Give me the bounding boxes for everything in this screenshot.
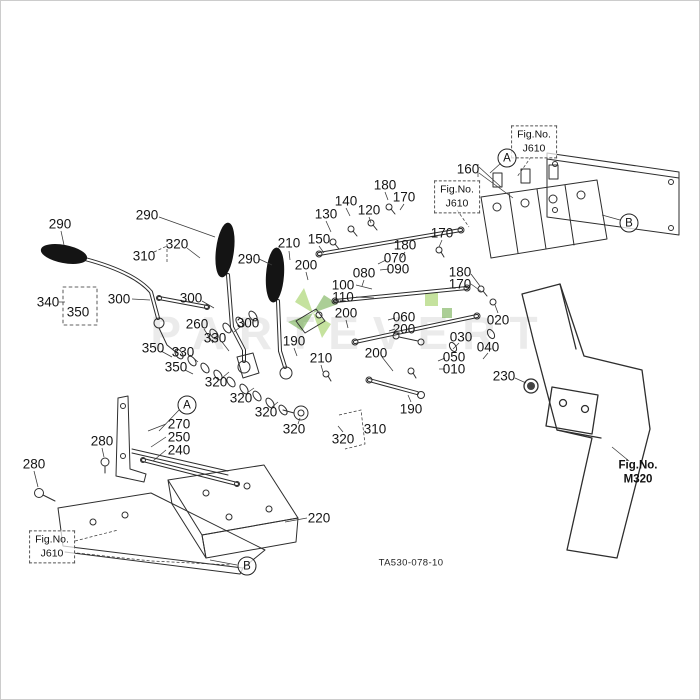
part-label-100: 100 (331, 277, 355, 293)
part-label-170: 170 (392, 189, 416, 205)
washer-chain (174, 310, 288, 416)
view-marker-b: B (619, 213, 639, 233)
part-label-220: 220 (307, 510, 331, 526)
part-label-190: 190 (399, 401, 423, 417)
part-label-270: 270 (167, 416, 191, 432)
lever-grip (40, 244, 88, 264)
part-label-300: 300 (107, 291, 131, 307)
part-label-020: 020 (486, 312, 510, 328)
part-label-290: 290 (48, 216, 72, 232)
part-label-350: 350 (141, 340, 165, 356)
fig-ref-j610-valve: Fig.No. J610 (434, 180, 480, 214)
part-label-310: 310 (363, 421, 387, 437)
part-label-330: 330 (171, 344, 195, 360)
linkage-rods (156, 226, 481, 399)
part-label-320: 320 (204, 374, 228, 390)
part-label-250: 250 (167, 429, 191, 445)
part-label-280: 280 (90, 433, 114, 449)
fig-ref-line: J610 (522, 142, 546, 154)
part-label-240: 240 (167, 442, 191, 458)
cover-panel (546, 152, 680, 236)
fig-ref-line: J610 (40, 547, 64, 559)
part-label-180: 180 (448, 264, 472, 280)
fig-ref-j610-top: Fig.No. J610 (511, 125, 557, 159)
fig-ref-line: Fig.No. (517, 128, 551, 141)
part-label-010: 010 (442, 361, 466, 377)
part-label-280: 280 (22, 456, 46, 472)
part-label-210: 210 (277, 235, 301, 251)
part-label-200: 200 (364, 345, 388, 361)
part-label-090: 090 (386, 261, 410, 277)
part-label-130: 130 (314, 206, 338, 222)
part-label-310: 310 (132, 248, 156, 264)
lever-grip (265, 247, 285, 303)
part-label-290: 290 (237, 251, 261, 267)
watermark-logo-icon (288, 288, 452, 338)
part-label-140: 140 (334, 193, 358, 209)
part-label-180: 180 (393, 237, 417, 253)
fig-ref-line: Fig.No. (35, 533, 69, 546)
part-label-180: 180 (373, 177, 397, 193)
fig-ref-m320: Fig.No. M320 (619, 459, 658, 488)
part-label-170: 170 (448, 276, 472, 292)
part-label-120: 120 (357, 202, 381, 218)
part-label-300: 300 (236, 315, 260, 331)
bolts (322, 203, 497, 382)
view-marker-a: A (497, 148, 517, 168)
fig-ref-line: J610 (445, 197, 469, 209)
lever-grip (215, 222, 235, 278)
part-label-350: 350 (66, 304, 90, 320)
part-label-320: 320 (165, 236, 189, 252)
view-marker-a: A (177, 395, 197, 415)
view-marker-b: B (237, 556, 257, 576)
fig-ref-j610-bottom: Fig.No. J610 (29, 530, 75, 564)
part-label-200: 200 (392, 321, 416, 337)
part-label-320: 320 (282, 421, 306, 437)
part-label-290: 290 (135, 207, 159, 223)
part-label-170: 170 (430, 225, 454, 241)
part-label-080: 080 (352, 265, 376, 281)
part-label-210: 210 (309, 350, 333, 366)
part-label-160: 160 (456, 161, 480, 177)
part-label-260: 260 (185, 316, 209, 332)
valve-assembly (480, 164, 608, 259)
part-label-050: 050 (442, 349, 466, 365)
fig-ref-line: M320 (623, 474, 653, 486)
part-label-350: 350 (164, 359, 188, 375)
part-label-320: 320 (254, 404, 278, 420)
leader-lines (33, 156, 630, 566)
part-label-200: 200 (294, 257, 318, 273)
part-label-060: 060 (392, 309, 416, 325)
drawing-number: TA530-078-10 (378, 557, 444, 569)
part-label-190: 190 (282, 333, 306, 349)
part-label-070: 070 (383, 250, 407, 266)
part-label-200: 200 (334, 305, 358, 321)
part-label-230: 230 (492, 368, 516, 384)
part-label-320: 320 (331, 431, 355, 447)
part-label-320: 320 (229, 390, 253, 406)
part-label-300: 300 (179, 290, 203, 306)
fig-ref-line: Fig.No. (440, 183, 474, 196)
fig-ref-line: Fig.No. (618, 459, 658, 472)
part-label-030: 030 (449, 329, 473, 345)
part-label-330: 330 (203, 330, 227, 346)
part-label-040: 040 (476, 339, 500, 355)
part-label-150: 150 (307, 231, 331, 247)
loader-frame (521, 283, 651, 559)
part-label-110: 110 (332, 289, 354, 305)
part-label-340: 340 (36, 294, 60, 310)
